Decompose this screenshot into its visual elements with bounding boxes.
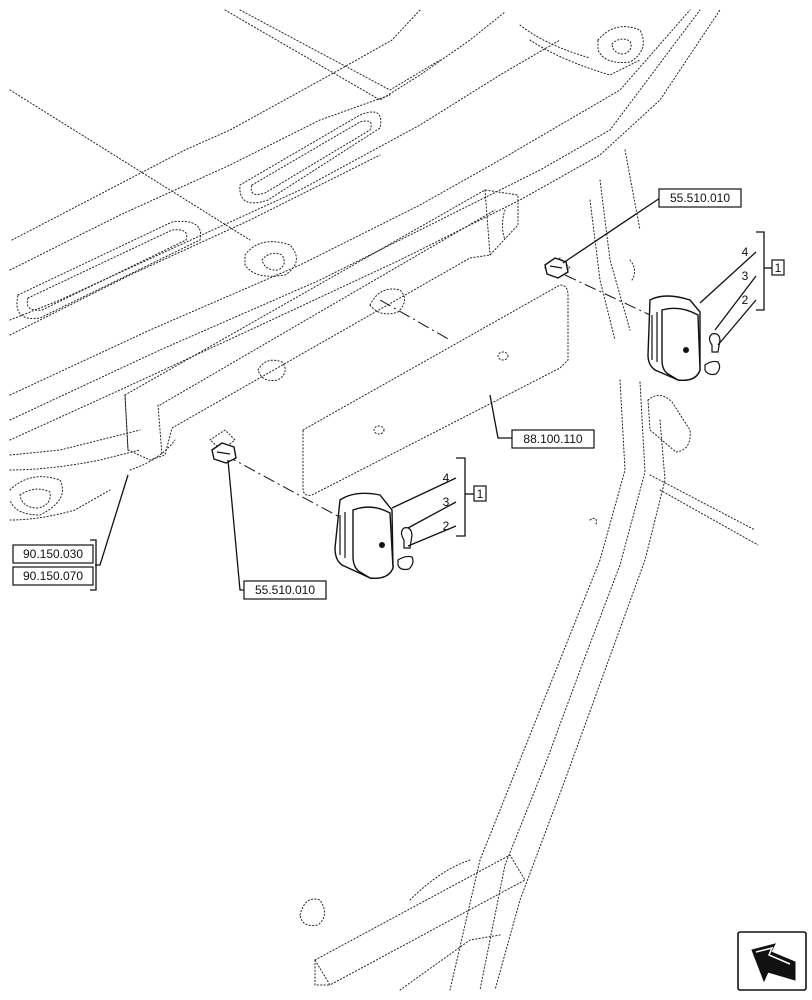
svg-text:2: 2: [443, 519, 450, 533]
leader-lines: [90, 197, 772, 591]
rear-light-bracket: [124, 189, 571, 471]
svg-text:90.150.070: 90.150.070: [23, 569, 83, 583]
svg-text:1: 1: [775, 261, 782, 275]
svg-text:3: 3: [443, 495, 450, 509]
ref-label-left-upper: 90.150.030: [12, 544, 94, 564]
svg-text:1: 1: [477, 487, 484, 501]
cab-pillar: [299, 149, 759, 991]
cab-roof-structure: [9, 9, 721, 521]
center-line-right: [564, 274, 651, 316]
svg-text:90.150.030: 90.150.030: [23, 547, 83, 561]
clip-left: [211, 442, 237, 464]
svg-text:4: 4: [742, 245, 749, 259]
svg-text:88.100.110: 88.100.110: [523, 432, 582, 446]
ref-label-top-right: 55.510.010: [658, 188, 742, 208]
lamp-right: [647, 295, 721, 381]
svg-text:55.510.010: 55.510.010: [255, 583, 315, 597]
center-line-left: [224, 454, 346, 521]
item-callouts-left: 4 3 2 1: [443, 471, 487, 533]
svg-text:2: 2: [742, 293, 749, 307]
svg-text:3: 3: [742, 269, 749, 283]
lamp-left: [334, 492, 414, 579]
svg-text:55.510.010: 55.510.010: [670, 191, 730, 205]
ref-label-left-lower: 90.150.070: [12, 566, 94, 586]
clip-right: [544, 257, 569, 279]
svg-text:4: 4: [443, 471, 450, 485]
next-page-arrow-icon[interactable]: [737, 931, 807, 991]
center-line-plate: [379, 299, 451, 341]
ref-label-center: 88.100.110: [511, 429, 595, 449]
item-callouts-right: 4 3 2 1: [742, 245, 785, 307]
license-plate-panel: [302, 284, 569, 496]
ref-label-bottom-center: 55.510.010: [243, 580, 327, 600]
